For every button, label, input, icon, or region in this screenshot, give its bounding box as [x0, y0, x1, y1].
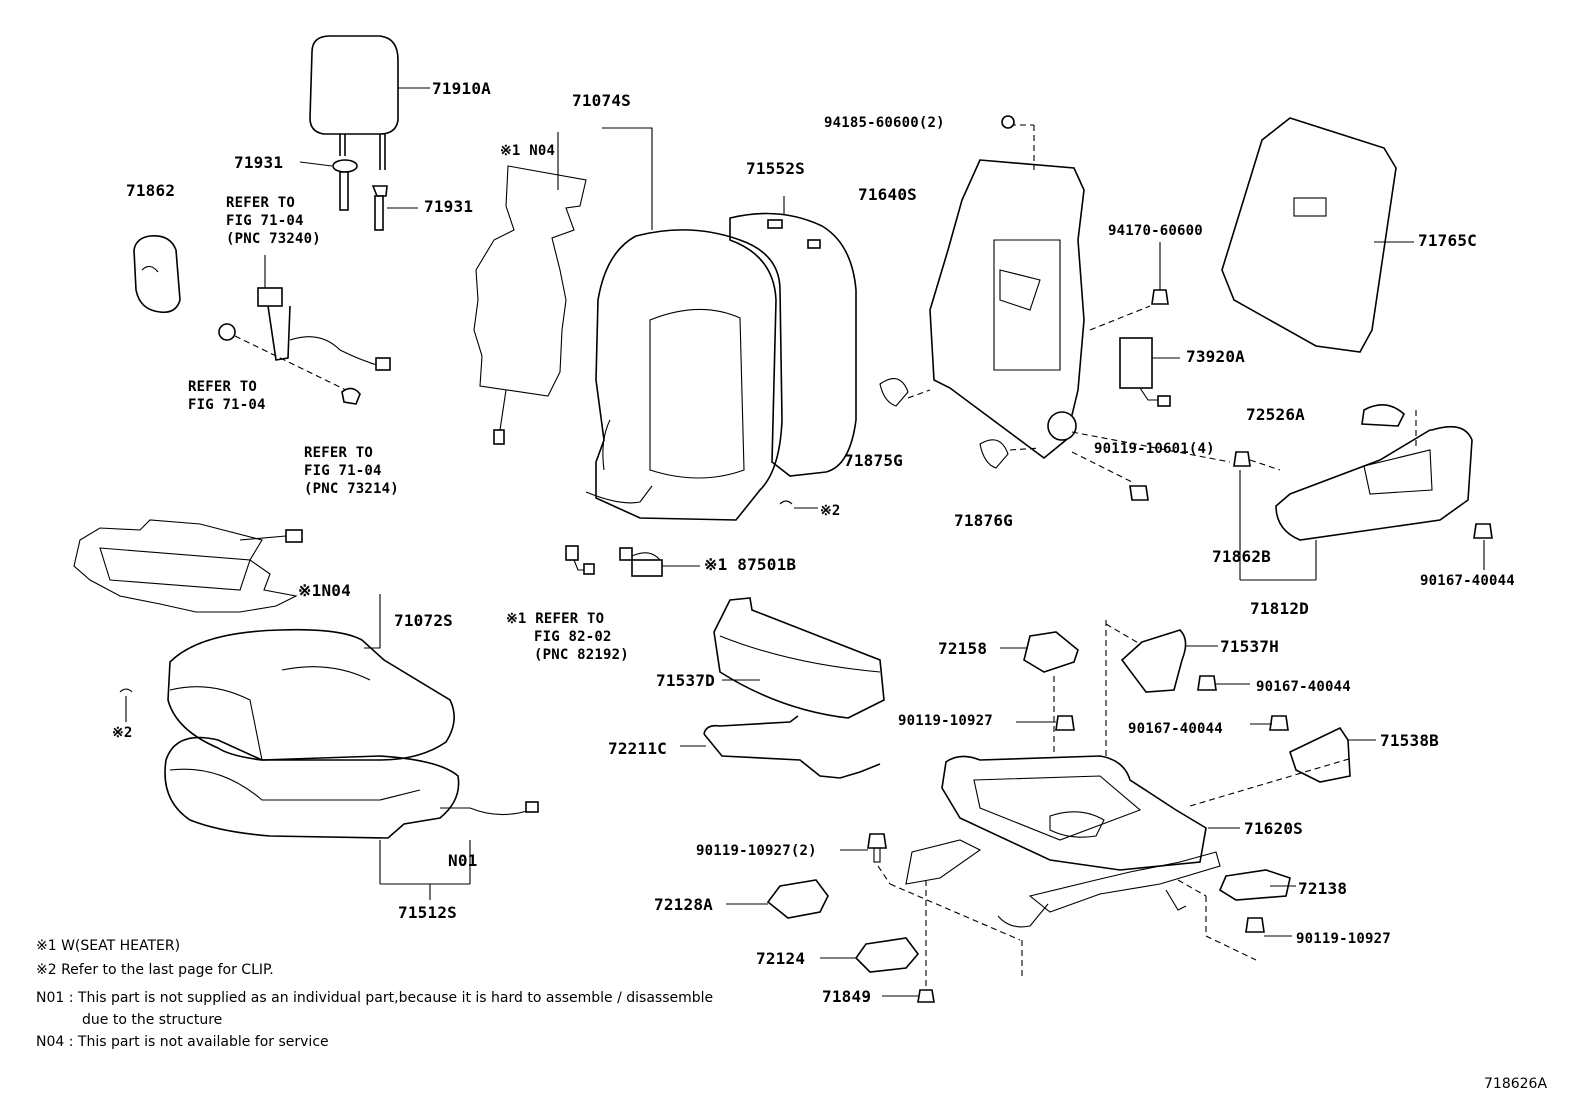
- part-label-90119-10927-2: 90119-10927(2): [696, 843, 817, 859]
- part-label-71074S: 71074S: [572, 91, 631, 110]
- headrest-drawing: [309, 35, 430, 170]
- footnote-clip: ※2 Refer to the last page for CLIP.: [36, 962, 274, 978]
- part-label-94170-60600: 94170-60600: [1108, 223, 1203, 239]
- part-label-90167-40044-mid: 90167-40044: [1256, 679, 1351, 695]
- footnote-seat-heater: ※1 W(SEAT HEATER): [36, 938, 181, 954]
- part-label-71812D: 71812D: [1250, 599, 1309, 618]
- back-board-drawing: [1221, 117, 1414, 353]
- lower-parts-drawing: [726, 715, 1296, 1003]
- part-label-71875G: 71875G: [844, 451, 903, 470]
- seatback-heater-drawing: [473, 132, 587, 445]
- part-label-71849: 71849: [822, 987, 872, 1006]
- part-label-71537H: 71537H: [1220, 637, 1279, 656]
- refer-note-73240: REFER TO FIG 71-04 (PNC 73240): [226, 195, 321, 247]
- connector-drawing: [565, 545, 700, 577]
- seat-belt-buckle-drawing: [218, 255, 391, 405]
- note-n04-top: ※1 N04: [500, 143, 556, 159]
- part-label-71765C: 71765C: [1418, 231, 1477, 250]
- clip-ref-2-left: ※2: [112, 725, 133, 741]
- side-cover-71862-drawing: [133, 234, 181, 314]
- part-label-90167-40044-right: 90167-40044: [1420, 573, 1515, 589]
- clip-ref-2-top: ※2: [820, 503, 841, 519]
- part-label-71910A: 71910A: [432, 79, 491, 98]
- part-label-72211C: 72211C: [608, 739, 667, 758]
- part-label-71640S: 71640S: [858, 185, 917, 204]
- cushion-heater-drawing: [73, 519, 303, 613]
- part-label-71072S: 71072S: [394, 611, 453, 630]
- refer-note-73214: REFER TO FIG 71-04 (PNC 73214): [304, 445, 399, 497]
- part-label-87501B: ※1 87501B: [704, 555, 797, 574]
- seatback-frame-drawing: [879, 115, 1085, 469]
- footnote-n01-continued: due to the structure: [82, 1012, 223, 1028]
- frame-bolts-drawing: [1071, 242, 1231, 501]
- part-label-71538B: 71538B: [1380, 731, 1439, 750]
- part-label-72526A: 72526A: [1246, 405, 1305, 424]
- seatback-pad-drawing: [729, 196, 857, 509]
- part-label-72138: 72138: [1298, 879, 1348, 898]
- part-label-71512S: 71512S: [398, 903, 457, 922]
- cushion-pad-drawing: [119, 688, 539, 900]
- part-label-71862B: 71862B: [1212, 547, 1271, 566]
- track-cover-72158-drawing: [1000, 631, 1079, 754]
- part-label-71931-left: 71931: [234, 153, 284, 172]
- seatback-cover-drawing: [585, 127, 783, 521]
- part-label-72124: 72124: [756, 949, 806, 968]
- part-label-90167-40044-left: 90167-40044: [1128, 721, 1223, 737]
- part-label-71876G: 71876G: [954, 511, 1013, 530]
- part-label-71552S: 71552S: [746, 159, 805, 178]
- note-n04-mid: ※1N04: [298, 581, 351, 600]
- part-label-71537D: 71537D: [656, 671, 715, 690]
- seat-track-drawing: [905, 620, 1353, 928]
- footnote-n01: N01 : This part is not supplied as an in…: [36, 990, 714, 1006]
- side-bracket-drawing: [1105, 623, 1376, 783]
- seat-wire-drawing: [680, 715, 881, 779]
- part-label-72158: 72158: [938, 639, 988, 658]
- refer-note-82192: ※1 REFER TO FIG 82-02 (PNC 82192): [506, 611, 629, 663]
- part-label-73920A: 73920A: [1186, 347, 1245, 366]
- refer-note-71-04: REFER TO FIG 71-04: [188, 379, 266, 413]
- part-label-90119-10927-right: 90119-10927: [1296, 931, 1391, 947]
- part-label-71931-right: 71931: [424, 197, 474, 216]
- part-label-94185-60600: 94185-60600(2): [824, 115, 945, 131]
- part-label-71862: 71862: [126, 181, 176, 200]
- part-label-90119-10927-top: 90119-10927: [898, 713, 993, 729]
- part-label-71620S: 71620S: [1244, 819, 1303, 838]
- headrest-guide-drawing: [299, 159, 418, 231]
- note-n01: N01: [448, 851, 478, 870]
- cushion-board-drawing: [713, 597, 885, 719]
- figure-id: 718626A: [1484, 1076, 1548, 1092]
- part-label-90119-10601: 90119-10601(4): [1094, 441, 1215, 457]
- part-label-72128A: 72128A: [654, 895, 713, 914]
- side-shield-drawing: [1233, 404, 1493, 581]
- cushion-cover-drawing: [167, 594, 455, 761]
- footnote-n04: N04 : This part is not available for ser…: [36, 1034, 329, 1050]
